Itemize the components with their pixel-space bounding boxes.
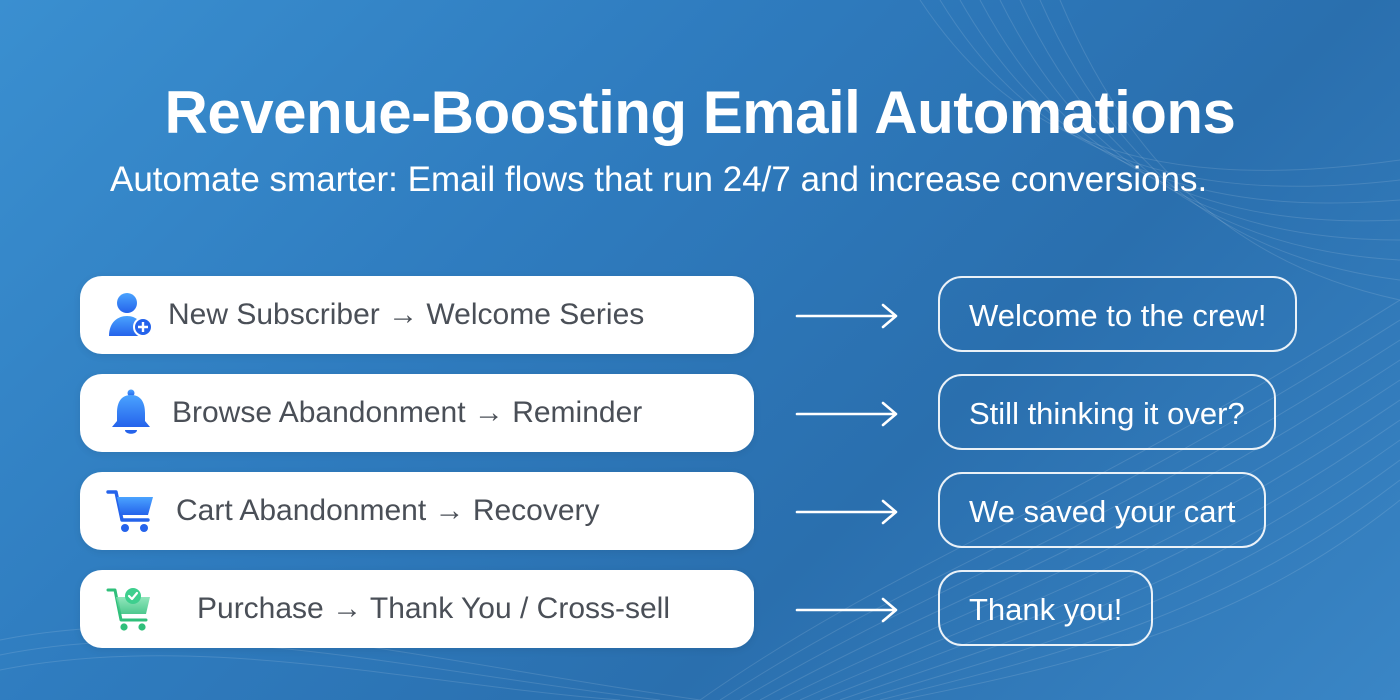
trigger-label: Purchase → Thank You / Cross-sell [197,592,671,625]
trigger-label: New Subscriber → Welcome Series [168,298,645,331]
flow-row-browse-abandonment: Browse Abandonment → Reminder Still thin… [0,374,1400,454]
flow-row-cart-abandonment: Cart Abandonment → Recovery We saved you… [0,472,1400,552]
bell-icon [112,389,150,434]
email-subject-pill: Welcome to the crew! [938,276,1298,352]
flow-row-purchase: Purchase → Thank You / Cross-sell Thank … [0,570,1400,650]
right-arrow-icon [795,499,898,525]
right-arrow-icon [795,597,898,623]
right-arrow-icon [795,401,898,427]
email-subject-pill: We saved your cart [938,472,1267,548]
trigger-card[interactable]: New Subscriber → Welcome Series [80,276,754,354]
cart-icon [106,490,153,532]
user-plus-icon [109,293,153,337]
page-title: Revenue-Boosting Email Automations [164,79,1236,146]
cart-check-icon [106,588,150,631]
trigger-label: Browse Abandonment → Reminder [172,396,643,429]
trigger-card[interactable]: Browse Abandonment → Reminder [80,374,754,452]
trigger-card[interactable]: Cart Abandonment → Recovery [80,472,754,550]
trigger-label: Cart Abandonment → Recovery [176,494,600,527]
flow-row-new-subscriber: New Subscriber → Welcome Series Welcome … [0,276,1400,356]
email-subject-pill: Still thinking it over? [938,374,1276,450]
trigger-card[interactable]: Purchase → Thank You / Cross-sell [80,570,754,648]
email-subject-pill: Thank you! [938,570,1154,646]
page-subtitle: Automate smarter: Email flows that run 2… [110,160,1208,199]
right-arrow-icon [795,303,898,329]
